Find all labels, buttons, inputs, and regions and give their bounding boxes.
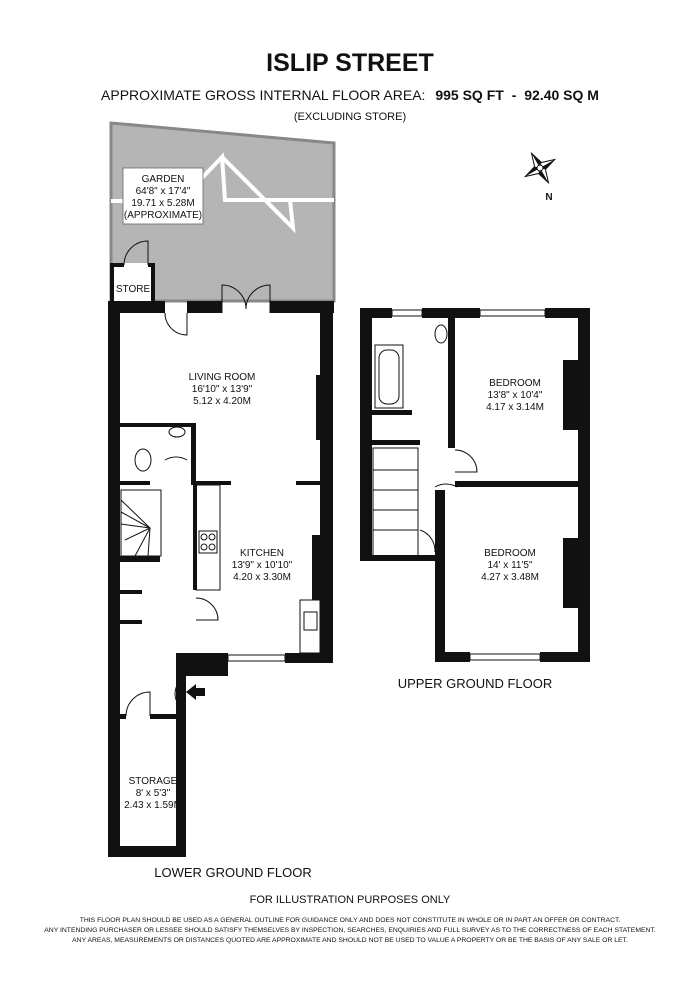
living-room-imperial: 16'10" x 13'9" [192, 384, 253, 395]
bedroom-2-metric: 4.27 x 3.48M [481, 572, 539, 583]
bedroom-1-metric: 4.17 x 3.14M [486, 402, 544, 413]
garden-imperial: 64'8" x 17'4" [136, 186, 191, 197]
storage-name: STORAGE [129, 776, 178, 787]
store-room [110, 240, 155, 303]
garden [109, 121, 336, 303]
kitchen-metric: 4.20 x 3.30M [233, 572, 291, 583]
illustration-note: FOR ILLUSTRATION PURPOSES ONLY [250, 894, 451, 906]
storage-imperial: 8' x 5'3" [136, 788, 171, 799]
entrance-arrow-icon [186, 684, 205, 700]
compass-icon [523, 151, 557, 185]
upper-ground-floor-label: UPPER GROUND FLOOR [398, 676, 553, 691]
garden-metric: 19.71 x 5.28M [131, 198, 194, 209]
page-title: ISLIP STREET [266, 49, 434, 77]
disclaimer-line: ANY INTENDING PURCHASER OR LESSEE SHOULD… [44, 927, 656, 934]
living-room-name: LIVING ROOM [189, 372, 256, 383]
disclaimer-line: ANY AREAS, MEASUREMENTS OR DISTANCES QUO… [72, 937, 628, 944]
area-note: (EXCLUDING STORE) [294, 111, 406, 123]
area-line: APPROXIMATE GROSS INTERNAL FLOOR AREA: 9… [101, 87, 599, 103]
area-sqft: 995 SQ FT [435, 87, 504, 103]
area-sqm: 92.40 SQ M [524, 87, 599, 103]
garden-name: GARDEN [142, 174, 185, 185]
garden-note: (APPROXIMATE) [124, 210, 202, 221]
living-room-metric: 5.12 x 4.20M [193, 396, 251, 407]
kitchen-imperial: 13'9" x 10'10" [232, 560, 293, 571]
upper-ground-walls [360, 308, 590, 662]
bedroom-2-name: BEDROOM [484, 548, 536, 559]
area-sep: - [512, 87, 517, 103]
bedroom-1-imperial: 13'8" x 10'4" [488, 390, 543, 401]
lower-ground-floor-label: LOWER GROUND FLOOR [154, 865, 311, 880]
bedroom-1-name: BEDROOM [489, 378, 541, 389]
area-label: APPROXIMATE GROSS INTERNAL FLOOR AREA: [101, 87, 425, 103]
storage-metric: 2.43 x 1.59M [124, 800, 182, 811]
disclaimer-line: THIS FLOOR PLAN SHOULD BE USED AS A GENE… [80, 917, 621, 924]
compass-north-label: N [545, 192, 552, 203]
lower-ground-walls [108, 284, 334, 857]
bedroom-2-imperial: 14' x 11'5" [488, 560, 533, 571]
store-label: STORE [116, 284, 151, 295]
kitchen-name: KITCHEN [240, 548, 284, 559]
